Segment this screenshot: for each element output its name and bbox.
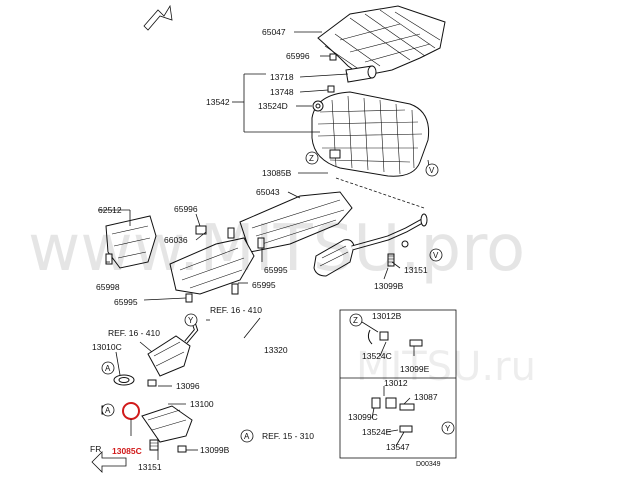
leader-lines <box>98 31 431 460</box>
marker-v-main: V <box>425 163 439 177</box>
label-inset-13099e: 13099E <box>400 364 430 374</box>
label-inset-13524c: 13524C <box>362 351 392 361</box>
marker-v-pipe: V <box>429 248 443 262</box>
label-drawing-number: D00349 <box>416 461 441 468</box>
marker-v-pipe-letter: V <box>433 251 439 260</box>
label-inset-13087: 13087 <box>414 392 438 402</box>
center-heat-shield-drawing <box>239 191 353 253</box>
label-65995-right: 65995 <box>264 265 288 275</box>
watermark-secondary: MITSU.ru <box>356 344 536 390</box>
label-fr: FR <box>90 444 101 454</box>
label-13099b: 13099B <box>374 281 404 291</box>
label-65043: 65043 <box>256 187 280 197</box>
label-13085c: 13085C <box>112 446 142 456</box>
label-13100: 13100 <box>190 399 214 409</box>
label-66036: 66036 <box>164 235 188 245</box>
marker-a-pipe: A <box>101 361 115 375</box>
label-13085b: 13085B <box>262 168 292 178</box>
label-inset-13012b: 13012B <box>372 311 402 321</box>
marker-z-main-letter: Z <box>309 154 314 163</box>
heat-shield-top-drawing <box>317 5 446 77</box>
label-65996-top: 65996 <box>286 51 310 61</box>
exhaust-manifold-drawing <box>105 215 265 303</box>
label-13524d: 13524D <box>258 101 288 111</box>
label-13718: 13718 <box>270 72 294 82</box>
front-direction-arrow <box>91 451 127 473</box>
label-13010c: 13010C <box>92 342 122 352</box>
label-13748: 13748 <box>270 87 294 97</box>
label-inset-13547: 13547 <box>386 442 410 452</box>
marker-a-pipe-letter: A <box>105 364 111 373</box>
top-arrow <box>143 4 173 31</box>
marker-z-inset: Z <box>349 313 363 327</box>
rear-muffler-drawing <box>311 53 430 177</box>
marker-y-inset-letter: Y <box>445 424 451 433</box>
label-inset-13012: 13012 <box>384 378 408 388</box>
marker-y-main-letter: Y <box>188 316 194 325</box>
label-65047: 65047 <box>262 27 286 37</box>
marker-y-main: Y <box>184 313 198 327</box>
marker-a-main-letter: A <box>244 432 250 441</box>
label-inset-13099c: 13099C <box>348 412 378 422</box>
label-65995-mid: 65995 <box>252 280 276 290</box>
label-ref-15-310: REF. 15 - 310 <box>262 431 314 441</box>
marker-a-lower-letter: A <box>105 406 111 415</box>
label-65996-mid: 65996 <box>174 204 198 214</box>
marker-v-main-letter: V <box>429 166 435 175</box>
label-13542: 13542 <box>206 97 230 107</box>
label-13099b-bottom: 13099B <box>200 445 230 455</box>
label-inset-13524e: 13524E <box>362 427 392 437</box>
marker-z-inset-letter: Z <box>353 316 358 325</box>
label-65998: 65998 <box>96 282 120 292</box>
marker-a-lower: A <box>101 403 115 417</box>
marker-z-main: Z <box>305 151 319 165</box>
label-ref-16-410-b: REF. 16 - 410 <box>108 328 160 338</box>
label-13320: 13320 <box>264 345 288 355</box>
label-ref-16-410-a: REF. 16 - 410 <box>210 305 262 315</box>
inset-boxes <box>339 309 457 459</box>
marker-y-inset: Y <box>441 421 455 435</box>
center-pipe-drawing <box>189 213 428 320</box>
label-13151-bottom: 13151 <box>138 462 162 472</box>
marker-a-main: A <box>240 429 254 443</box>
watermark-main: www.MITSU.pro <box>28 212 525 286</box>
label-13096: 13096 <box>176 381 200 391</box>
part-labels: 65047 65996 13718 13748 13542 13524D 130… <box>90 27 441 472</box>
label-13151-right: 13151 <box>404 265 428 275</box>
label-62512: 62512 <box>98 205 122 215</box>
label-65995-left: 65995 <box>114 297 138 307</box>
watermark: www.MITSU.pro MITSU.ru <box>28 212 536 390</box>
